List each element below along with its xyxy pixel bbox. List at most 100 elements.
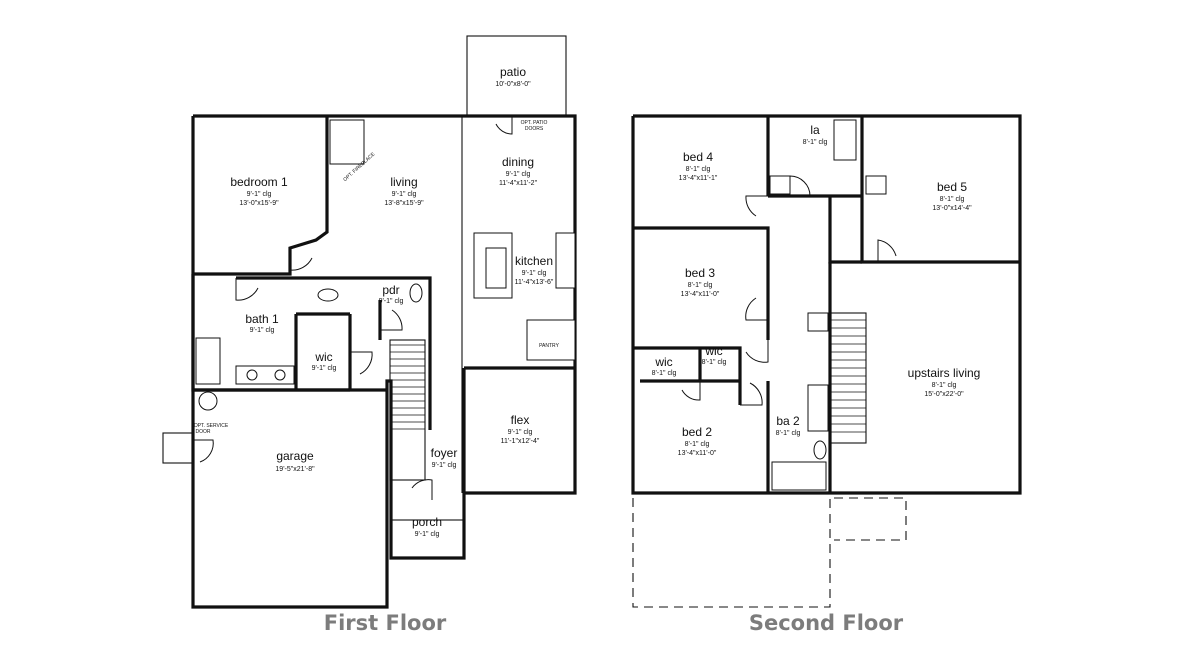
first-floor-exterior-wall — [191, 114, 577, 609]
la-label: la — [810, 123, 820, 137]
bathtub — [771, 461, 827, 491]
second-floor-stair — [829, 312, 867, 444]
flex-clg: 9'-1" clg — [508, 429, 533, 436]
patio-doors-note-2: DOORS — [525, 126, 544, 132]
door-swing — [745, 297, 768, 321]
ba2-toilet — [813, 440, 827, 460]
bed5-dim: 13'-0"x14'-4" — [932, 205, 972, 212]
service-door-note-1: OPT. SERVICE — [194, 423, 229, 429]
la-clg: 8'-1" clg — [803, 139, 828, 146]
bedroom1-clg: 9'-1" clg — [247, 191, 272, 198]
flex-dim: 11'-1"x12'-4" — [501, 438, 540, 445]
sink — [246, 369, 258, 381]
kitchen-clg: 9'-1" clg — [522, 270, 547, 277]
wic-b-clg: 8'-1" clg — [702, 359, 727, 366]
door-swing — [681, 381, 701, 401]
porch-label: porch — [412, 515, 442, 529]
wic1-label: wic — [314, 350, 332, 364]
living-dim: 13'-8"x15'-9" — [384, 200, 424, 207]
bedroom1-dim: 13'-0"x15'-9" — [239, 200, 279, 207]
foyer-label: foyer — [431, 446, 458, 460]
door-swing — [740, 382, 763, 406]
garage-dim: 19'-5"x21'-8" — [275, 466, 315, 473]
roof-outline-dashed — [834, 497, 907, 541]
upstairs-living-dim: 15'-0"x22'-0" — [924, 391, 964, 398]
bed4-label: bed 4 — [683, 150, 713, 164]
linen-shelf — [769, 175, 791, 195]
bed4-wall — [633, 226, 770, 340]
bed5-label: bed 5 — [937, 180, 967, 194]
ba2-clg: 8'-1" clg — [776, 430, 801, 437]
bath1-label: bath 1 — [245, 312, 279, 326]
fireplace — [329, 119, 365, 165]
second-floor-title: Second Floor — [749, 611, 904, 635]
kitchen-label: kitchen — [515, 254, 553, 268]
door-swing — [745, 195, 768, 217]
service-door-stoop — [162, 432, 194, 464]
patio-dim: 10'-0"x8'-0" — [495, 81, 531, 88]
bath-upper-wall — [236, 276, 432, 300]
shower — [195, 337, 221, 385]
bed3-clg: 8'-1" clg — [688, 282, 713, 289]
door-swing — [289, 248, 313, 271]
bedroom1-wall — [193, 116, 329, 276]
pdr-sink — [409, 283, 423, 303]
bed2-clg: 8'-1" clg — [685, 441, 710, 448]
patio-doors-note-1: OPT. PATIO — [521, 120, 548, 126]
bed5-clg: 8'-1" clg — [940, 196, 965, 203]
first-floor-stair — [389, 339, 426, 481]
flex-label: flex — [511, 413, 530, 427]
bedroom1-label: bedroom 1 — [230, 175, 288, 189]
foyer-clg: 9'-1" clg — [432, 462, 457, 469]
porch-clg: 9'-1" clg — [415, 531, 440, 538]
bed2-dim: 13'-4"x11'-0" — [678, 450, 717, 457]
pdr-label: pdr — [382, 283, 399, 297]
door-swing — [789, 175, 811, 197]
first-floor-title: First Floor — [324, 611, 447, 635]
patio-label: patio — [500, 65, 526, 79]
porch — [390, 519, 465, 559]
wic-a-label: wic — [654, 355, 672, 369]
wic-b-label: wic — [704, 344, 722, 358]
living-clg: 9'-1" clg — [392, 191, 417, 198]
bed4-clg: 8'-1" clg — [686, 166, 711, 173]
door-swing — [350, 351, 373, 375]
pantry — [526, 319, 576, 361]
linen-shelf — [865, 175, 887, 195]
laundry-appliance — [833, 119, 857, 161]
toilet — [317, 288, 339, 302]
living-label: living — [390, 175, 417, 189]
door-swing — [235, 278, 259, 301]
first-floor-plan — [162, 35, 577, 609]
hall-closet — [807, 312, 829, 332]
bed3-label: bed 3 — [685, 266, 715, 280]
kitchen-counter — [555, 232, 576, 289]
water-heater — [198, 391, 218, 411]
second-floor-exterior-wall — [631, 114, 1022, 495]
ba2-vanity — [807, 384, 829, 432]
wic-a-clg: 8'-1" clg — [652, 370, 677, 377]
bed3-wall — [633, 346, 742, 405]
dining-dim: 11'-4"x11'-2" — [499, 180, 538, 187]
door-swing — [745, 340, 769, 363]
sink — [274, 369, 286, 381]
door-swing — [877, 239, 897, 262]
service-door-note-2: DOOR — [196, 429, 211, 435]
bed2-label: bed 2 — [682, 425, 712, 439]
room-labels: patio 10'-0"x8'-0" bedroom 1 9'-1" clg 1… — [194, 65, 981, 538]
wic1-clg: 9'-1" clg — [312, 365, 337, 372]
upstairs-living-label: upstairs living — [908, 366, 981, 380]
garage-label: garage — [276, 449, 314, 463]
bed5-closet — [828, 196, 862, 264]
roof-outline-dashed — [632, 498, 831, 608]
upstairs-living-clg: 8'-1" clg — [932, 382, 957, 389]
pantry-note: PANTRY — [539, 343, 559, 349]
door-swing — [193, 439, 214, 463]
ba2-label: ba 2 — [776, 414, 800, 428]
door-swing — [411, 479, 433, 500]
bed4-dim: 13'-4"x11'-1" — [679, 175, 718, 182]
range — [485, 247, 507, 289]
kitchen-dim: 11'-4"x13'-6" — [515, 279, 554, 286]
door-swing — [495, 116, 513, 135]
